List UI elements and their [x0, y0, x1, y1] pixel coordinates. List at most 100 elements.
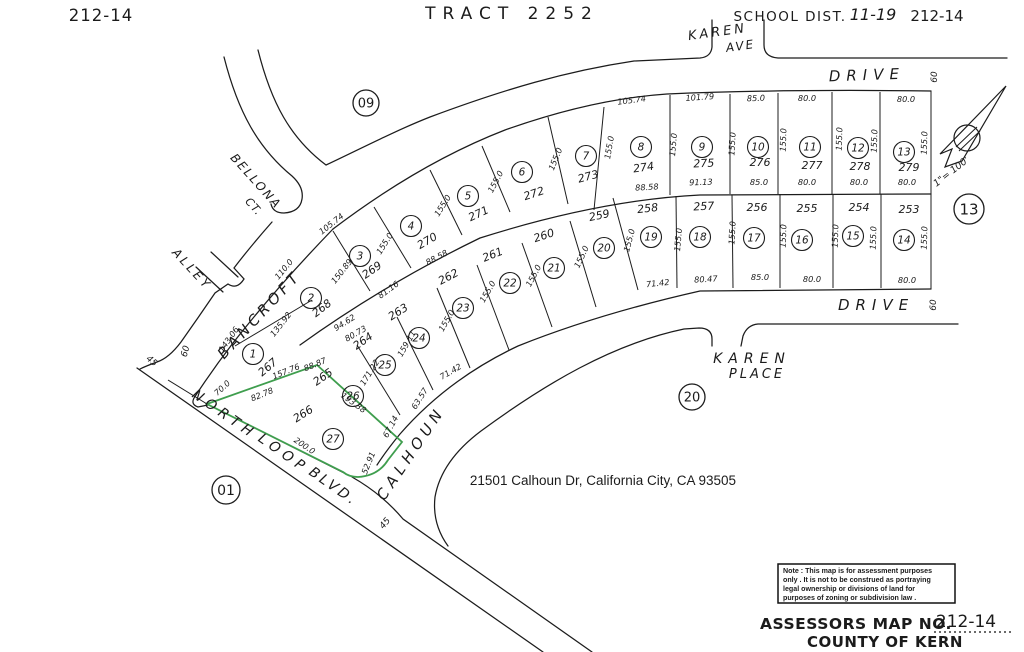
- dimension-label: 155.0: [572, 244, 591, 269]
- street-label: 60: [180, 344, 193, 358]
- lot-line: [732, 195, 733, 288]
- dimension-label: 155.0: [621, 228, 637, 253]
- dimension-label: 91.13: [689, 177, 713, 188]
- bancroft-ne-edge: [193, 229, 333, 407]
- dimension-label: 155.0: [830, 224, 841, 248]
- lot-line: [437, 288, 470, 368]
- map-reference-number: 09: [358, 97, 375, 112]
- lot-circle: [631, 137, 652, 158]
- lot-number: 261: [481, 245, 505, 265]
- street-label: DRIVE: [838, 296, 914, 314]
- calhoun-east-edge: [435, 328, 712, 546]
- street-label: AVE: [724, 37, 756, 55]
- lot-circle-number: 14: [897, 235, 910, 247]
- lot-circle: [748, 137, 769, 158]
- scale-label: 1"= 100': [931, 155, 971, 190]
- lot-circle-number: 15: [846, 231, 860, 243]
- dimension-label: 71.42: [438, 361, 463, 381]
- lot-circle: [576, 146, 597, 167]
- lower-drive-south-edge: [741, 324, 958, 346]
- lot-line: [168, 380, 207, 404]
- lot-circle-number: 1: [250, 349, 257, 361]
- lot-circle: [744, 228, 765, 249]
- lot-circle: [690, 227, 711, 248]
- street-label: KAREN: [713, 351, 791, 367]
- lot-circle-number: 26: [346, 391, 360, 403]
- lot-circle: [800, 137, 821, 158]
- karen-ave-east-edge: [764, 20, 1007, 58]
- street-label: ALLEY: [169, 245, 215, 293]
- lot-circle-number: 19: [644, 232, 658, 244]
- lot-circle-number: 3: [357, 251, 364, 263]
- dimension-label: 85.0: [751, 272, 769, 282]
- lot-number: 269: [360, 259, 385, 282]
- street-lines: [137, 20, 1007, 652]
- street-label: 60: [930, 71, 940, 83]
- dimension-label: 155.0: [834, 127, 845, 151]
- dimension-label: 101.79: [685, 91, 714, 103]
- dimension-label: 80.0: [898, 275, 916, 285]
- header: 212-14 TRACT 2252 SCHOOL DIST. 11-19 212…: [69, 4, 964, 25]
- map-reference-number: 13: [959, 200, 978, 218]
- school-district-label: SCHOOL DIST.: [733, 9, 846, 25]
- lot-number: 273: [576, 168, 600, 186]
- lot-number: 256: [747, 201, 768, 214]
- dimension-label: 85.0: [747, 93, 766, 104]
- highlighted-parcel-outline: [207, 365, 402, 477]
- dimension-label: 80.0: [850, 177, 868, 187]
- street-label: CT.: [242, 195, 265, 218]
- dimension-label: 155.0: [374, 231, 395, 256]
- lot-number: 253: [899, 203, 920, 216]
- note-text: only . It is not to be construed as port…: [783, 576, 931, 584]
- lot-circle-number: 5: [465, 191, 472, 203]
- street-label: PLACE: [729, 367, 785, 382]
- dimension-label: 88.58: [424, 247, 449, 267]
- lot-circle: [323, 429, 344, 450]
- lot-number: 266: [291, 403, 316, 425]
- dimension-label: 155.0: [919, 226, 930, 250]
- lot-circle: [792, 230, 813, 251]
- map-reference-circle: [212, 476, 240, 504]
- dimension-label: 155.0: [726, 132, 737, 156]
- lot-number: 258: [637, 201, 659, 216]
- alley-edge-north: [211, 252, 238, 277]
- address-overlay-text: 21501 Calhoun Dr, California City, CA 93…: [470, 473, 736, 488]
- lot-circle: [848, 138, 869, 159]
- map-reference-number: 20: [684, 391, 701, 406]
- county-label: COUNTY OF KERN: [807, 633, 963, 651]
- lot-circle-number: 2: [308, 293, 315, 305]
- street-label: 60: [929, 299, 939, 311]
- lot-circle: [401, 216, 422, 237]
- lot-circle-number: 21: [547, 263, 560, 275]
- note-text: Note : This map is for assessment purpos…: [783, 567, 932, 575]
- north-loop-sw-edge: [137, 368, 543, 652]
- lot-circle: [458, 186, 479, 207]
- lot-circle: [894, 230, 915, 251]
- lot-circle-number: 4: [408, 221, 415, 233]
- lot-circle: [500, 273, 521, 294]
- north-arrow-hatch: [956, 127, 980, 151]
- dimension-label: 155.0: [485, 169, 505, 194]
- note-box-border: [777, 563, 956, 604]
- lot-line: [333, 231, 370, 291]
- lot-circle: [301, 288, 322, 309]
- lot-number: 279: [899, 161, 920, 174]
- page-code-right: 212-14: [910, 7, 963, 25]
- lot-circle-number: 7: [583, 151, 590, 163]
- karen-drive-south-edge: [333, 90, 931, 229]
- assessors-map-number: 212-14: [936, 612, 996, 632]
- dimension-label: 155.0: [667, 133, 679, 157]
- dimension-label: 155.0: [477, 279, 497, 304]
- lot-line: [676, 196, 677, 288]
- lot-circle: [409, 328, 430, 349]
- dimension-label: 155.0: [778, 128, 789, 152]
- lot-circle: [350, 246, 371, 267]
- dimension-label: 155.0: [672, 228, 684, 252]
- lot-circle-number: 20: [597, 243, 611, 255]
- lot-line: [548, 117, 568, 204]
- dimension-label: 105.74: [317, 211, 346, 237]
- dimension-label: 155.0: [726, 221, 737, 245]
- street-label: DRIVE: [828, 65, 905, 86]
